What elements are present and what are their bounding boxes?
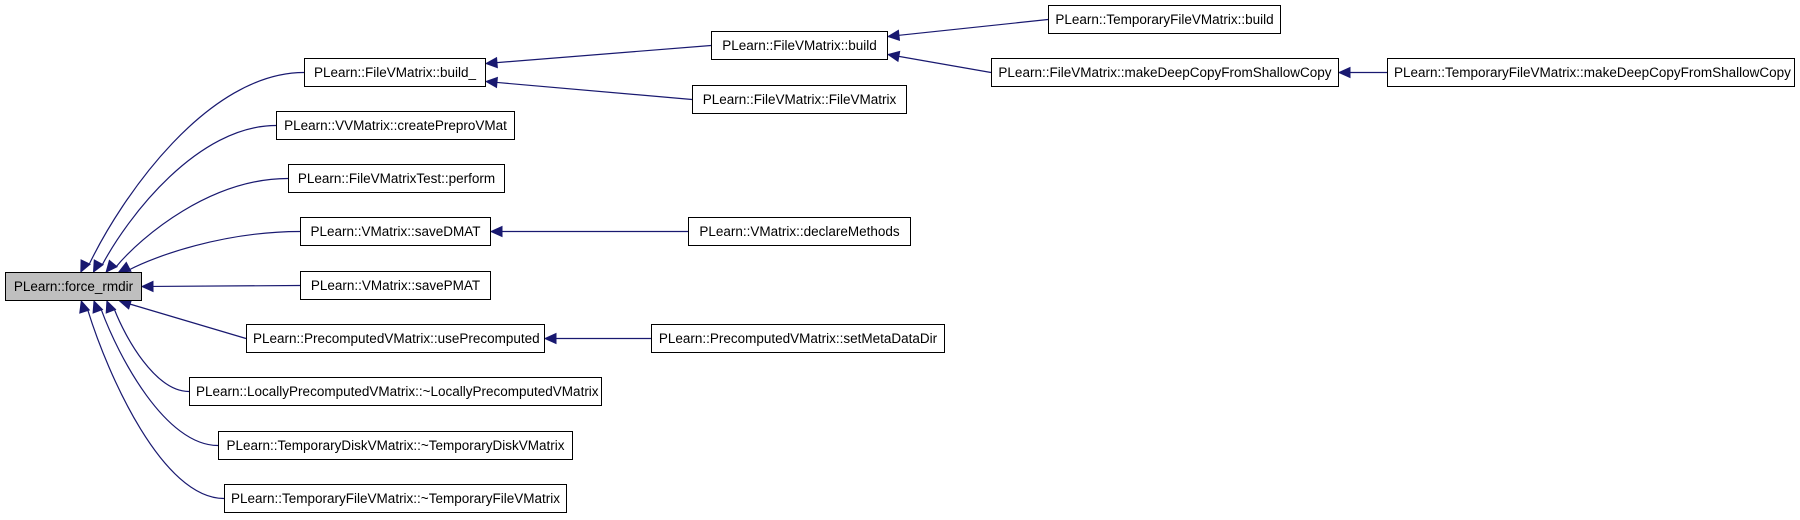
node-locallyprecomputedvmatrix-destructor[interactable]: PLearn::LocallyPrecomputedVMatrix::~Loca… xyxy=(189,377,602,406)
arrowhead-vm_savepmat-to-force_rmdir xyxy=(140,280,154,293)
node-filevmatrix-build[interactable]: PLearn::FileVMatrix::build xyxy=(711,31,888,60)
arrowhead-tdvm_dtor-to-force_rmdir xyxy=(92,299,104,314)
edge-tdvm_dtor-to-force_rmdir xyxy=(100,309,219,447)
node-precomputedvmatrix-useprecomputed[interactable]: PLearn::PrecomputedVMatrix::usePrecomput… xyxy=(246,324,545,353)
arrowhead-fvm_build_-to-force_rmdir xyxy=(80,259,92,274)
node-temporaryfilevmatrix-destructor[interactable]: PLearn::TemporaryFileVMatrix::~Temporary… xyxy=(224,484,567,513)
node-temporarydiskvmatrix-destructor[interactable]: PLearn::TemporaryDiskVMatrix::~Temporary… xyxy=(218,431,573,460)
edge-fvm_ctor-to-fvm_build_ xyxy=(496,81,693,101)
arrowhead-fvm_build-to-fvm_build_ xyxy=(484,56,498,69)
edge-pvm_useprecomputed-to-force_rmdir xyxy=(129,303,247,340)
arrowhead-vvm_create-to-force_rmdir xyxy=(92,259,105,274)
edge-fvm_build_-to-force_rmdir xyxy=(88,71,305,265)
arrowhead-pvm_setmeta-to-pvm_useprecomputed xyxy=(543,332,557,345)
edge-fvmtest_perform-to-force_rmdir xyxy=(115,177,289,268)
node-precomputedvmatrix-setmetadatadir[interactable]: PLearn::PrecomputedVMatrix::setMetaDataD… xyxy=(651,324,945,353)
node-vmatrix-savepmat[interactable]: PLearn::VMatrix::savePMAT xyxy=(300,271,491,300)
edge-vm_savepmat-to-force_rmdir xyxy=(152,284,301,288)
arrowhead-fvm_ctor-to-fvm_build_ xyxy=(484,76,498,89)
node-filevmatrixtest-perform[interactable]: PLearn::FileVMatrixTest::perform xyxy=(288,164,505,193)
node-vmatrix-savedmat[interactable]: PLearn::VMatrix::saveDMAT xyxy=(300,217,491,246)
edge-fvm_build-to-fvm_build_ xyxy=(496,44,712,64)
node-force-rmdir: PLearn::force_rmdir xyxy=(5,272,142,301)
node-vvmatrix-createpreprovmat[interactable]: PLearn::VVMatrix::createPreproVMat xyxy=(276,111,515,140)
arrowhead-fvm_deepcopy-to-fvm_build xyxy=(886,50,901,63)
edge-lpvm_dtor-to-force_rmdir xyxy=(113,308,190,393)
edge-tfvm_build-to-fvm_build xyxy=(898,18,1049,36)
arrowhead-lpvm_dtor-to-force_rmdir xyxy=(105,299,117,314)
arrowhead-vm_savedmat-to-force_rmdir xyxy=(117,261,132,273)
edge-fvm_deepcopy-to-fvm_build xyxy=(898,55,992,74)
node-temporaryfilevmatrix-makedeepcopyfromshallowcopy[interactable]: PLearn::TemporaryFileVMatrix::makeDeepCo… xyxy=(1387,58,1795,87)
arrowhead-tfvm_build-to-fvm_build xyxy=(886,29,901,42)
arrowhead-tfvm_dtor-to-force_rmdir xyxy=(79,299,91,314)
edge-vm_savedmat-to-force_rmdir xyxy=(129,230,301,271)
node-vmatrix-declaremethods[interactable]: PLearn::VMatrix::declareMethods xyxy=(688,217,911,246)
edge-vvm_create-to-force_rmdir xyxy=(101,124,277,266)
edge-tfvm_dtor-to-force_rmdir xyxy=(87,309,225,500)
node-filevmatrix-makedeepcopyfromshallowcopy[interactable]: PLearn::FileVMatrix::makeDeepCopyFromSha… xyxy=(991,58,1339,87)
arrowhead-fvmtest_perform-to-force_rmdir xyxy=(105,259,118,273)
arrowhead-tfvm_deepcopy-to-fvm_deepcopy xyxy=(1337,66,1351,79)
node-temporaryfilevmatrix-build[interactable]: PLearn::TemporaryFileVMatrix::build xyxy=(1048,5,1281,34)
node-filevmatrix-build-underscore[interactable]: PLearn::FileVMatrix::build_ xyxy=(304,58,486,87)
arrowhead-vm_declare-to-vm_savedmat xyxy=(489,225,503,238)
node-filevmatrix-constructor[interactable]: PLearn::FileVMatrix::FileVMatrix xyxy=(692,85,907,114)
